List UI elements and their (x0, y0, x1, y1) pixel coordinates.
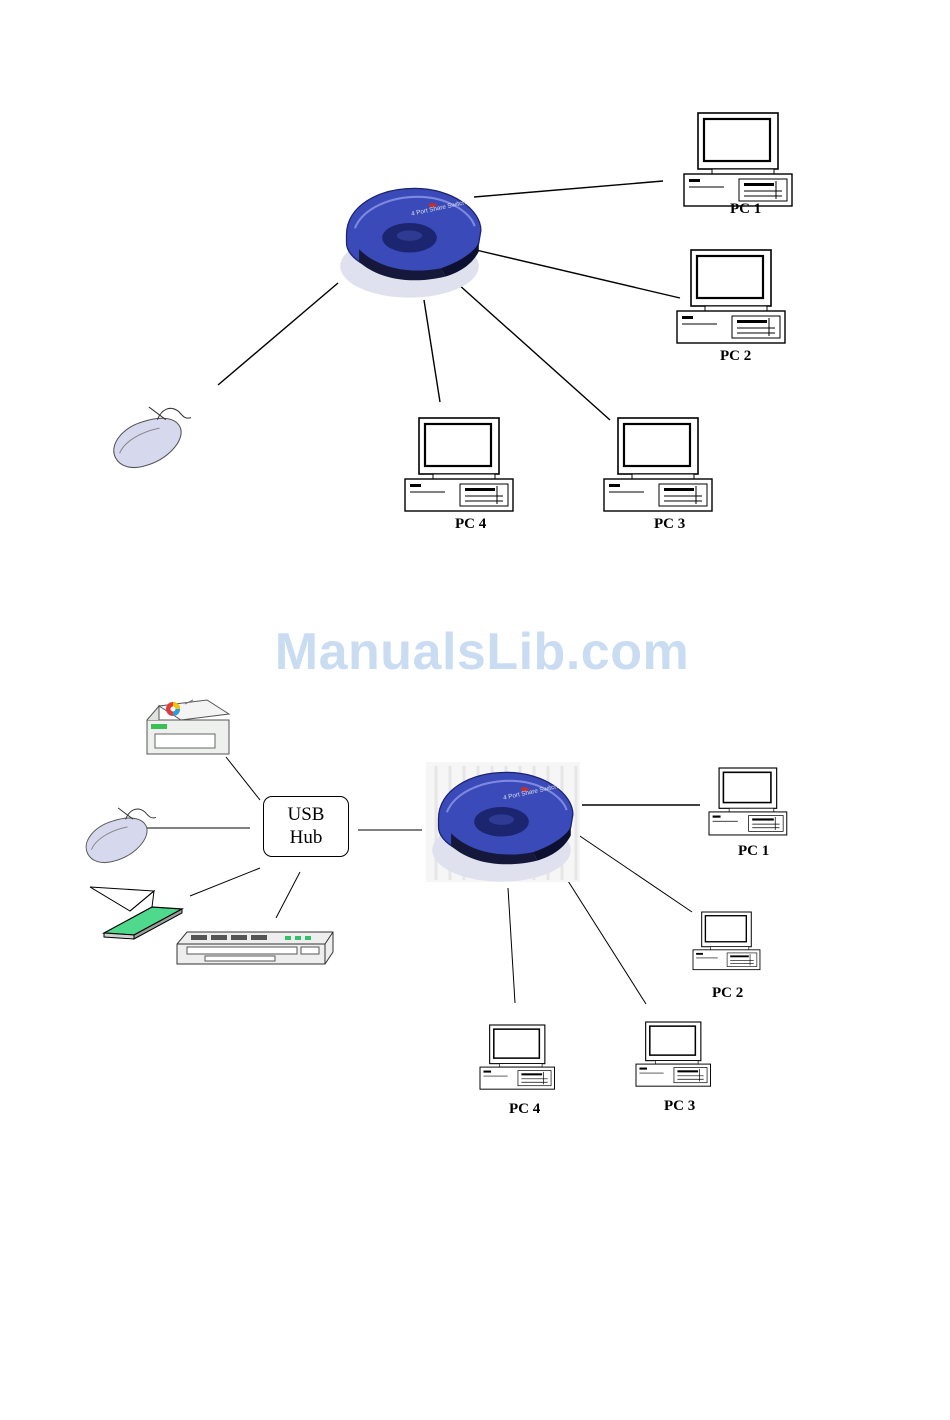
diagram1 (114, 113, 792, 511)
computer-icon-pc4 (405, 418, 513, 511)
mouse-icon (86, 808, 156, 863)
computer-icon-pc2 (693, 912, 760, 970)
sharing-switch-icon (340, 188, 481, 297)
computer-icon-pc2 (677, 250, 785, 343)
link-hub-scanner (190, 868, 260, 896)
pc2-label: PC 2 (720, 348, 751, 365)
link-hub-printer (226, 757, 260, 800)
link-switch-pc1 (474, 181, 663, 197)
mouse-icon (114, 407, 191, 467)
pc3-label: PC 3 (654, 516, 685, 533)
sharing-switch-icon (426, 762, 580, 882)
computer-icon-pc1 (684, 113, 792, 206)
pc2-label-2: PC 2 (712, 985, 743, 1002)
link-switch-pc2 (568, 828, 692, 912)
watermark: ManualsLib.com (0, 622, 950, 682)
pc3-label-2: PC 3 (664, 1098, 695, 1115)
computer-icon-pc4 (480, 1025, 555, 1089)
computer-icon-pc1 (709, 768, 787, 835)
computer-icon-pc3 (636, 1022, 711, 1086)
link-hub-keyboard (276, 872, 300, 918)
pc4-label-2: PC 4 (509, 1101, 540, 1118)
computer-icon-pc3 (604, 418, 712, 511)
pc1-label: PC 1 (730, 201, 761, 218)
link-switch-pc4 (424, 300, 440, 402)
pc1-label-2: PC 1 (738, 843, 769, 860)
keyboard-icon (177, 932, 333, 964)
link-switch-pc4 (508, 888, 515, 1003)
hub-label-line1: USB (264, 803, 348, 826)
link-switch-pc2 (476, 250, 680, 298)
link-switch-pc3 (458, 284, 610, 420)
usb-hub-box: USB Hub (263, 796, 349, 857)
hub-label-line2: Hub (264, 826, 348, 849)
scanner-icon (90, 887, 182, 939)
diagram2 (86, 700, 787, 1089)
printer-icon (147, 700, 229, 754)
link-switch-mouse (218, 283, 338, 385)
link-switch-pc3 (556, 862, 646, 1004)
pc4-label: PC 4 (455, 516, 486, 533)
